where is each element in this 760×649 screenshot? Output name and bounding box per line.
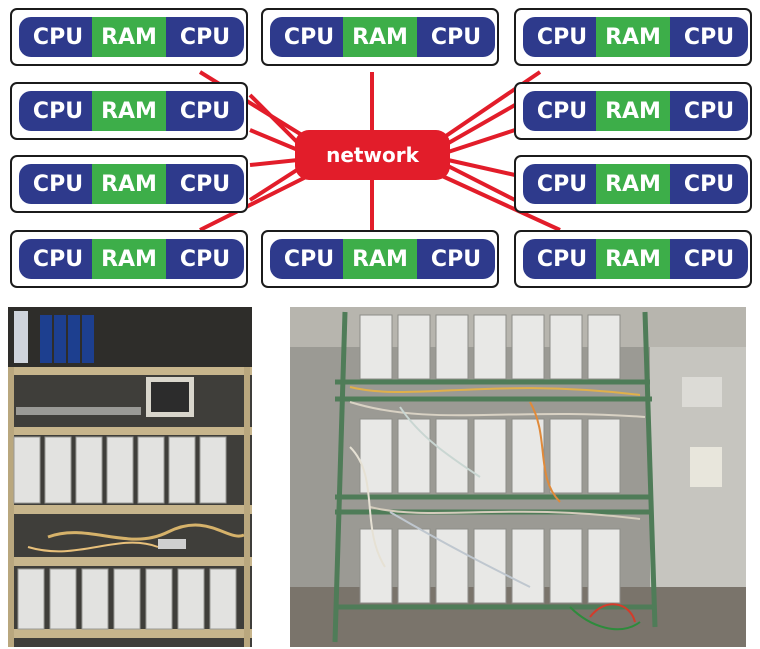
cpu-block: CPU [523,164,601,204]
cpu-block: CPU [523,91,601,131]
rack-cluster-photo [290,307,746,647]
cpu-block: CPU [270,239,348,279]
cpu-block: CPU [670,17,748,57]
cpu-block: CPU [19,164,97,204]
ram-block: RAM [92,164,166,204]
compute-node-6: CPU RAM CPU [10,155,248,213]
compute-node-10: CPU RAM CPU [514,230,752,288]
compute-node-9: CPU RAM CPU [261,230,499,288]
cpu-block: CPU [417,17,495,57]
cpu-block: CPU [670,239,748,279]
ram-block: RAM [596,91,670,131]
rack-cluster-illustration [290,307,746,647]
compute-node-8: CPU RAM CPU [10,230,248,288]
ram-block: RAM [92,239,166,279]
ram-block: RAM [343,17,417,57]
cpu-block: CPU [166,17,244,57]
cpu-block: CPU [417,239,495,279]
cpu-block: CPU [670,91,748,131]
compute-node-3: CPU RAM CPU [514,8,752,66]
cpu-block: CPU [19,17,97,57]
cluster-network-diagram: CPU RAM CPU CPU RAM CPU CPU RAM CPU CPU … [0,0,760,300]
cpu-block: CPU [166,239,244,279]
cpu-block: CPU [270,17,348,57]
ram-block: RAM [92,17,166,57]
shelf-cluster-illustration [8,307,252,647]
ram-block: RAM [596,164,670,204]
compute-node-4: CPU RAM CPU [10,82,248,140]
cpu-block: CPU [670,164,748,204]
network-hub: network [295,130,450,180]
compute-node-5: CPU RAM CPU [514,82,752,140]
cpu-block: CPU [166,91,244,131]
compute-node-1: CPU RAM CPU [10,8,248,66]
cpu-block: CPU [523,17,601,57]
ram-block: RAM [596,17,670,57]
shelf-cluster-photo [8,307,252,647]
cpu-block: CPU [166,164,244,204]
ram-block: RAM [596,239,670,279]
compute-node-2: CPU RAM CPU [261,8,499,66]
cpu-block: CPU [523,239,601,279]
ram-block: RAM [343,239,417,279]
cpu-block: CPU [19,91,97,131]
ram-block: RAM [92,91,166,131]
cpu-block: CPU [19,239,97,279]
compute-node-7: CPU RAM CPU [514,155,752,213]
